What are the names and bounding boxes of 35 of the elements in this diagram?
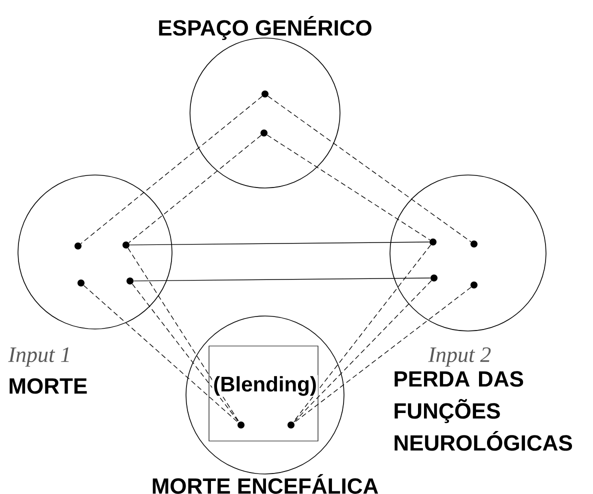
dashed-line: [266, 134, 430, 240]
space-circle: [186, 316, 344, 474]
connector-line: [129, 242, 430, 246]
dot: [430, 238, 436, 246]
space-title: MORTE: [10, 378, 87, 394]
connector-line: [133, 278, 431, 282]
dashed-line: [292, 244, 432, 422]
dashed-line: [128, 134, 262, 244]
dashed-line: [80, 96, 262, 244]
dot: [238, 422, 244, 428]
dashed-line: [83, 285, 239, 423]
dot: [74, 242, 82, 250]
dashed-line: [132, 284, 240, 422]
dot: [126, 278, 134, 284]
dot: [122, 242, 130, 248]
blend-frame: [208, 346, 318, 442]
dot: [262, 90, 268, 98]
dot: [78, 280, 84, 286]
space-title: ESPAÇO GENÉRICO: [159, 16, 372, 40]
dashed-line: [294, 286, 472, 424]
dashed-line: [128, 248, 240, 422]
blend-label: (Blending): [212, 375, 318, 397]
dot: [470, 282, 478, 288]
dot: [430, 274, 438, 282]
space-circle: [18, 174, 172, 330]
dashed-line: [268, 96, 472, 242]
space-circle: [390, 174, 546, 332]
dot: [470, 240, 478, 248]
input-label: Input 1: [8, 347, 69, 367]
dashed-line: [293, 280, 432, 423]
input-label: Input 2: [428, 347, 491, 367]
dot: [260, 130, 268, 136]
dot: [288, 422, 294, 428]
space-title: MORTE ENCEFÁLICA: [152, 474, 378, 494]
space-title: PERDA DAS FUNÇÕES NEUROLÓGICAS: [394, 371, 572, 451]
